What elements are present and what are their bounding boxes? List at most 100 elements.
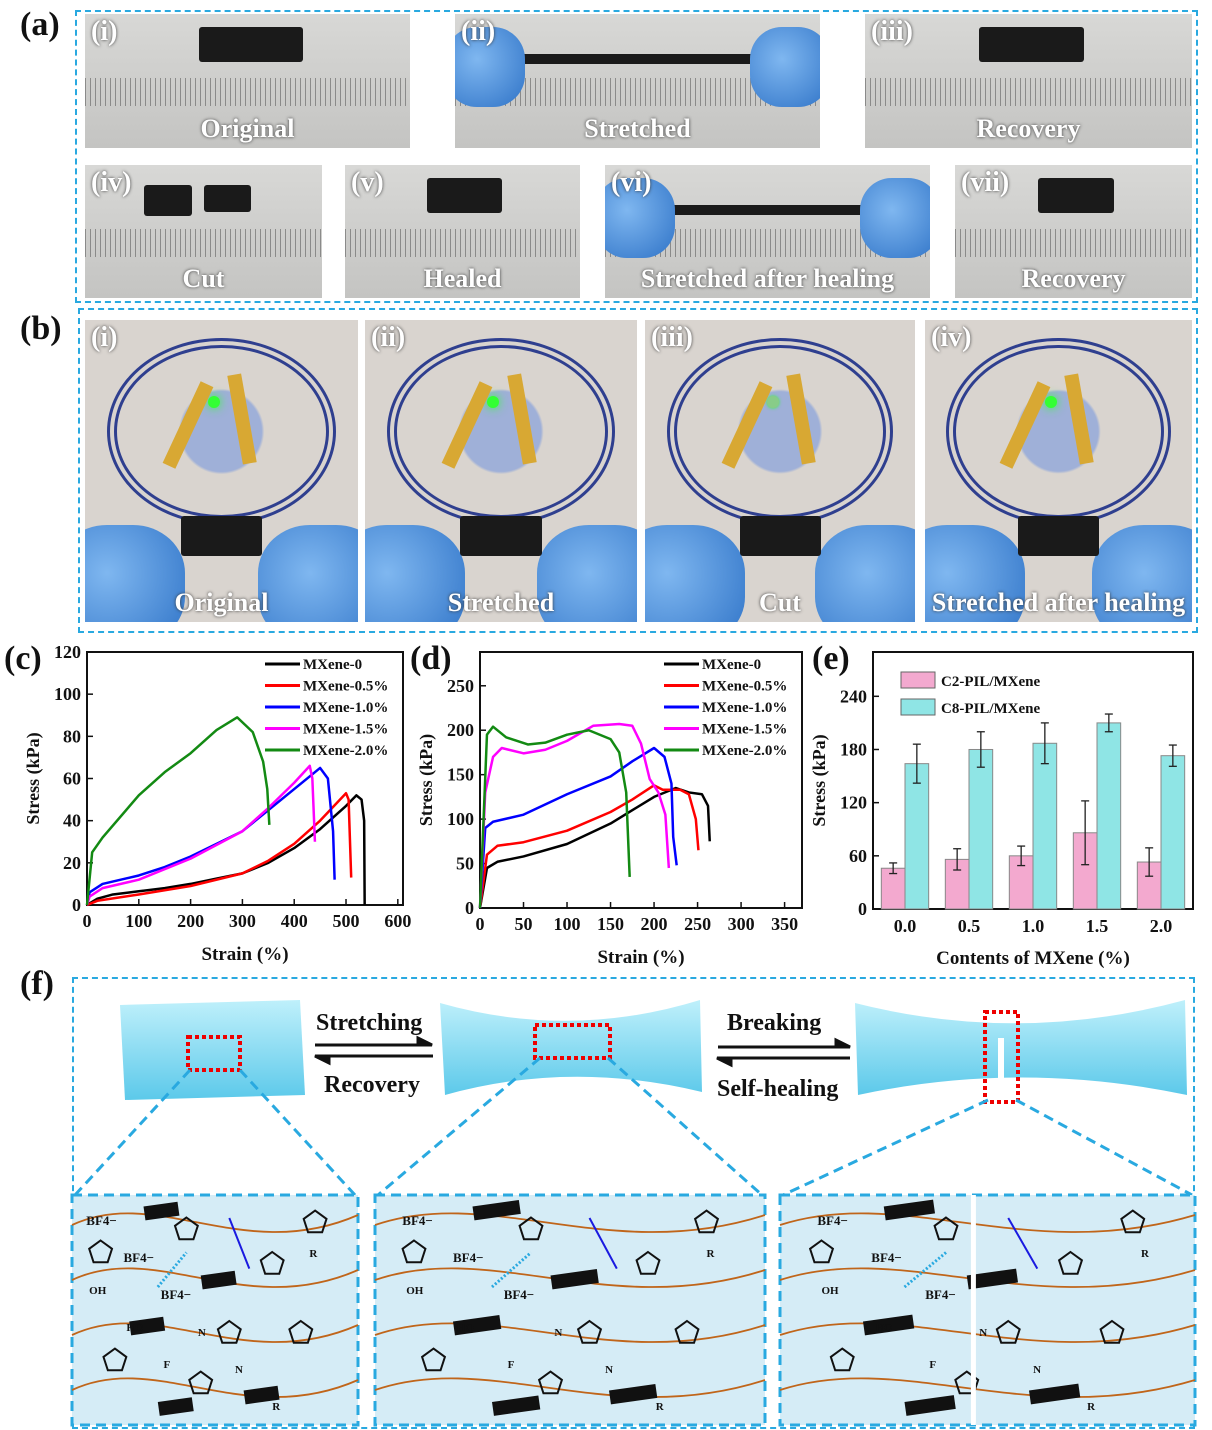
- y-axis-label: Stress (kPa): [416, 734, 437, 826]
- series-line-MXene-0.5%: [478, 784, 700, 909]
- legend-label: C2-PIL/MXene: [941, 674, 1040, 690]
- y-tick-label: 120: [840, 793, 867, 813]
- led-icon: [766, 395, 779, 408]
- legend-label: C8-PIL/MXene: [941, 701, 1040, 717]
- x-tick-label: 100: [554, 914, 581, 934]
- imidazolium-ring: [954, 1370, 980, 1395]
- equilibrium-arrows-1: [314, 1035, 433, 1066]
- chem-label: BF4−: [871, 1250, 902, 1265]
- chem-label: R: [707, 1248, 716, 1260]
- x-tick-label: 0.0: [894, 916, 917, 936]
- chem-label: HO: [457, 1322, 475, 1334]
- x-tick-label: 0.5: [958, 916, 981, 936]
- glove-icon: [455, 27, 525, 108]
- photo-caption: Stretched: [447, 588, 555, 617]
- chem-label: N: [554, 1327, 562, 1339]
- glove-icon: [258, 525, 358, 622]
- x-tick-label: 150: [597, 914, 624, 934]
- photo-label: (iv): [91, 167, 132, 198]
- gel-sample: [198, 27, 303, 63]
- hydrogen-bond: [491, 1251, 532, 1289]
- panel-label-d: (d): [410, 640, 452, 677]
- covalent-bond: [1007, 1217, 1039, 1270]
- legend-label: MXene-1.5%: [303, 722, 388, 738]
- hydrogen-bond: [156, 1251, 188, 1288]
- mxene-sheet: [608, 1383, 658, 1405]
- legend-swatch: [900, 698, 936, 716]
- ruler: [85, 228, 322, 257]
- chem-label: OH: [406, 1285, 424, 1297]
- chem-label: OH: [89, 1285, 107, 1297]
- photo-a-6: (vi)Stretched after healing: [605, 165, 930, 298]
- mxene-sheet: [883, 1199, 936, 1221]
- polymer-chain: [71, 1212, 359, 1233]
- photo-label: (v): [351, 167, 384, 198]
- glove-icon: [537, 525, 637, 622]
- imidazolium-ring: [420, 1347, 447, 1372]
- legend-label: MXene-1.0%: [303, 700, 388, 716]
- zoom-box-broken: [983, 1010, 1020, 1104]
- chem-label: BF4−: [817, 1213, 848, 1228]
- imidazolium-ring: [401, 1239, 427, 1264]
- mxene-sheet: [472, 1199, 521, 1221]
- gel-sample: [460, 516, 542, 557]
- photo-a-4: (iv)Cut: [85, 165, 322, 298]
- x-axis-label: Strain (%): [201, 944, 288, 965]
- x-tick-label: 300: [728, 914, 755, 934]
- gel-block-stretched: [440, 1000, 702, 1095]
- chem-label: BF4−: [453, 1250, 484, 1265]
- x-tick-label: 200: [641, 914, 668, 934]
- ruler: [85, 78, 410, 107]
- y-tick-label: 40: [63, 811, 81, 831]
- polymer-chain: [71, 1377, 359, 1398]
- led-icon: [487, 395, 500, 408]
- gel-sample: [979, 27, 1085, 63]
- chem-label: BF4−: [402, 1213, 433, 1228]
- photo-caption: Healed: [423, 264, 502, 293]
- photo-label: (i): [91, 322, 118, 353]
- mxene-sheet: [966, 1268, 1019, 1290]
- chem-label: BF4−: [123, 1250, 154, 1265]
- imidazolium-ring: [635, 1250, 661, 1275]
- photo-a-2: (ii)Stretched: [455, 14, 820, 148]
- led-icon: [207, 395, 220, 408]
- ruler: [955, 228, 1192, 257]
- chem-label: F: [164, 1359, 171, 1371]
- y-tick-label: 100: [54, 684, 81, 704]
- imidazolium-ring: [1057, 1250, 1084, 1275]
- covalent-bond: [228, 1217, 251, 1269]
- label-breaking: Breaking: [727, 1010, 822, 1036]
- polymer-chain: [374, 1212, 766, 1233]
- university-seal: [106, 338, 337, 526]
- imidazolium-ring: [216, 1319, 242, 1344]
- photo-a-3: (iii)Recovery: [865, 14, 1192, 148]
- imidazolium-ring: [933, 1216, 959, 1241]
- x-tick-label: 1.0: [1022, 916, 1045, 936]
- x-tick-label: 400: [281, 911, 308, 931]
- y-tick-label: 0: [465, 898, 474, 918]
- chem-label: BF4−: [504, 1287, 535, 1302]
- mxene-sheet: [452, 1314, 502, 1336]
- chem-label: BF4−: [925, 1287, 956, 1302]
- glove-icon: [645, 525, 745, 622]
- gel-piece: [203, 184, 251, 212]
- glove-icon: [860, 178, 930, 259]
- y-tick-label: 0: [72, 895, 81, 915]
- mxene-sheet: [243, 1385, 280, 1405]
- photo-caption: Cut: [759, 588, 801, 617]
- photo-b-2: (ii)Stretched: [365, 320, 637, 622]
- gel-sample: [1037, 178, 1114, 213]
- mxene-sheet: [550, 1268, 599, 1290]
- imidazolium-ring: [259, 1250, 285, 1275]
- mxene-sheet: [143, 1201, 180, 1221]
- glove-icon: [365, 525, 465, 622]
- chem-label: R: [272, 1401, 281, 1413]
- y-tick-label: 80: [63, 726, 81, 746]
- x-tick-label: 1.5: [1086, 916, 1109, 936]
- chem-label: N: [235, 1364, 243, 1376]
- crack: [998, 1038, 1004, 1098]
- imidazolium-ring: [518, 1216, 544, 1241]
- photo-a-5: (v) Healed: [345, 165, 580, 298]
- glove-icon: [815, 525, 915, 622]
